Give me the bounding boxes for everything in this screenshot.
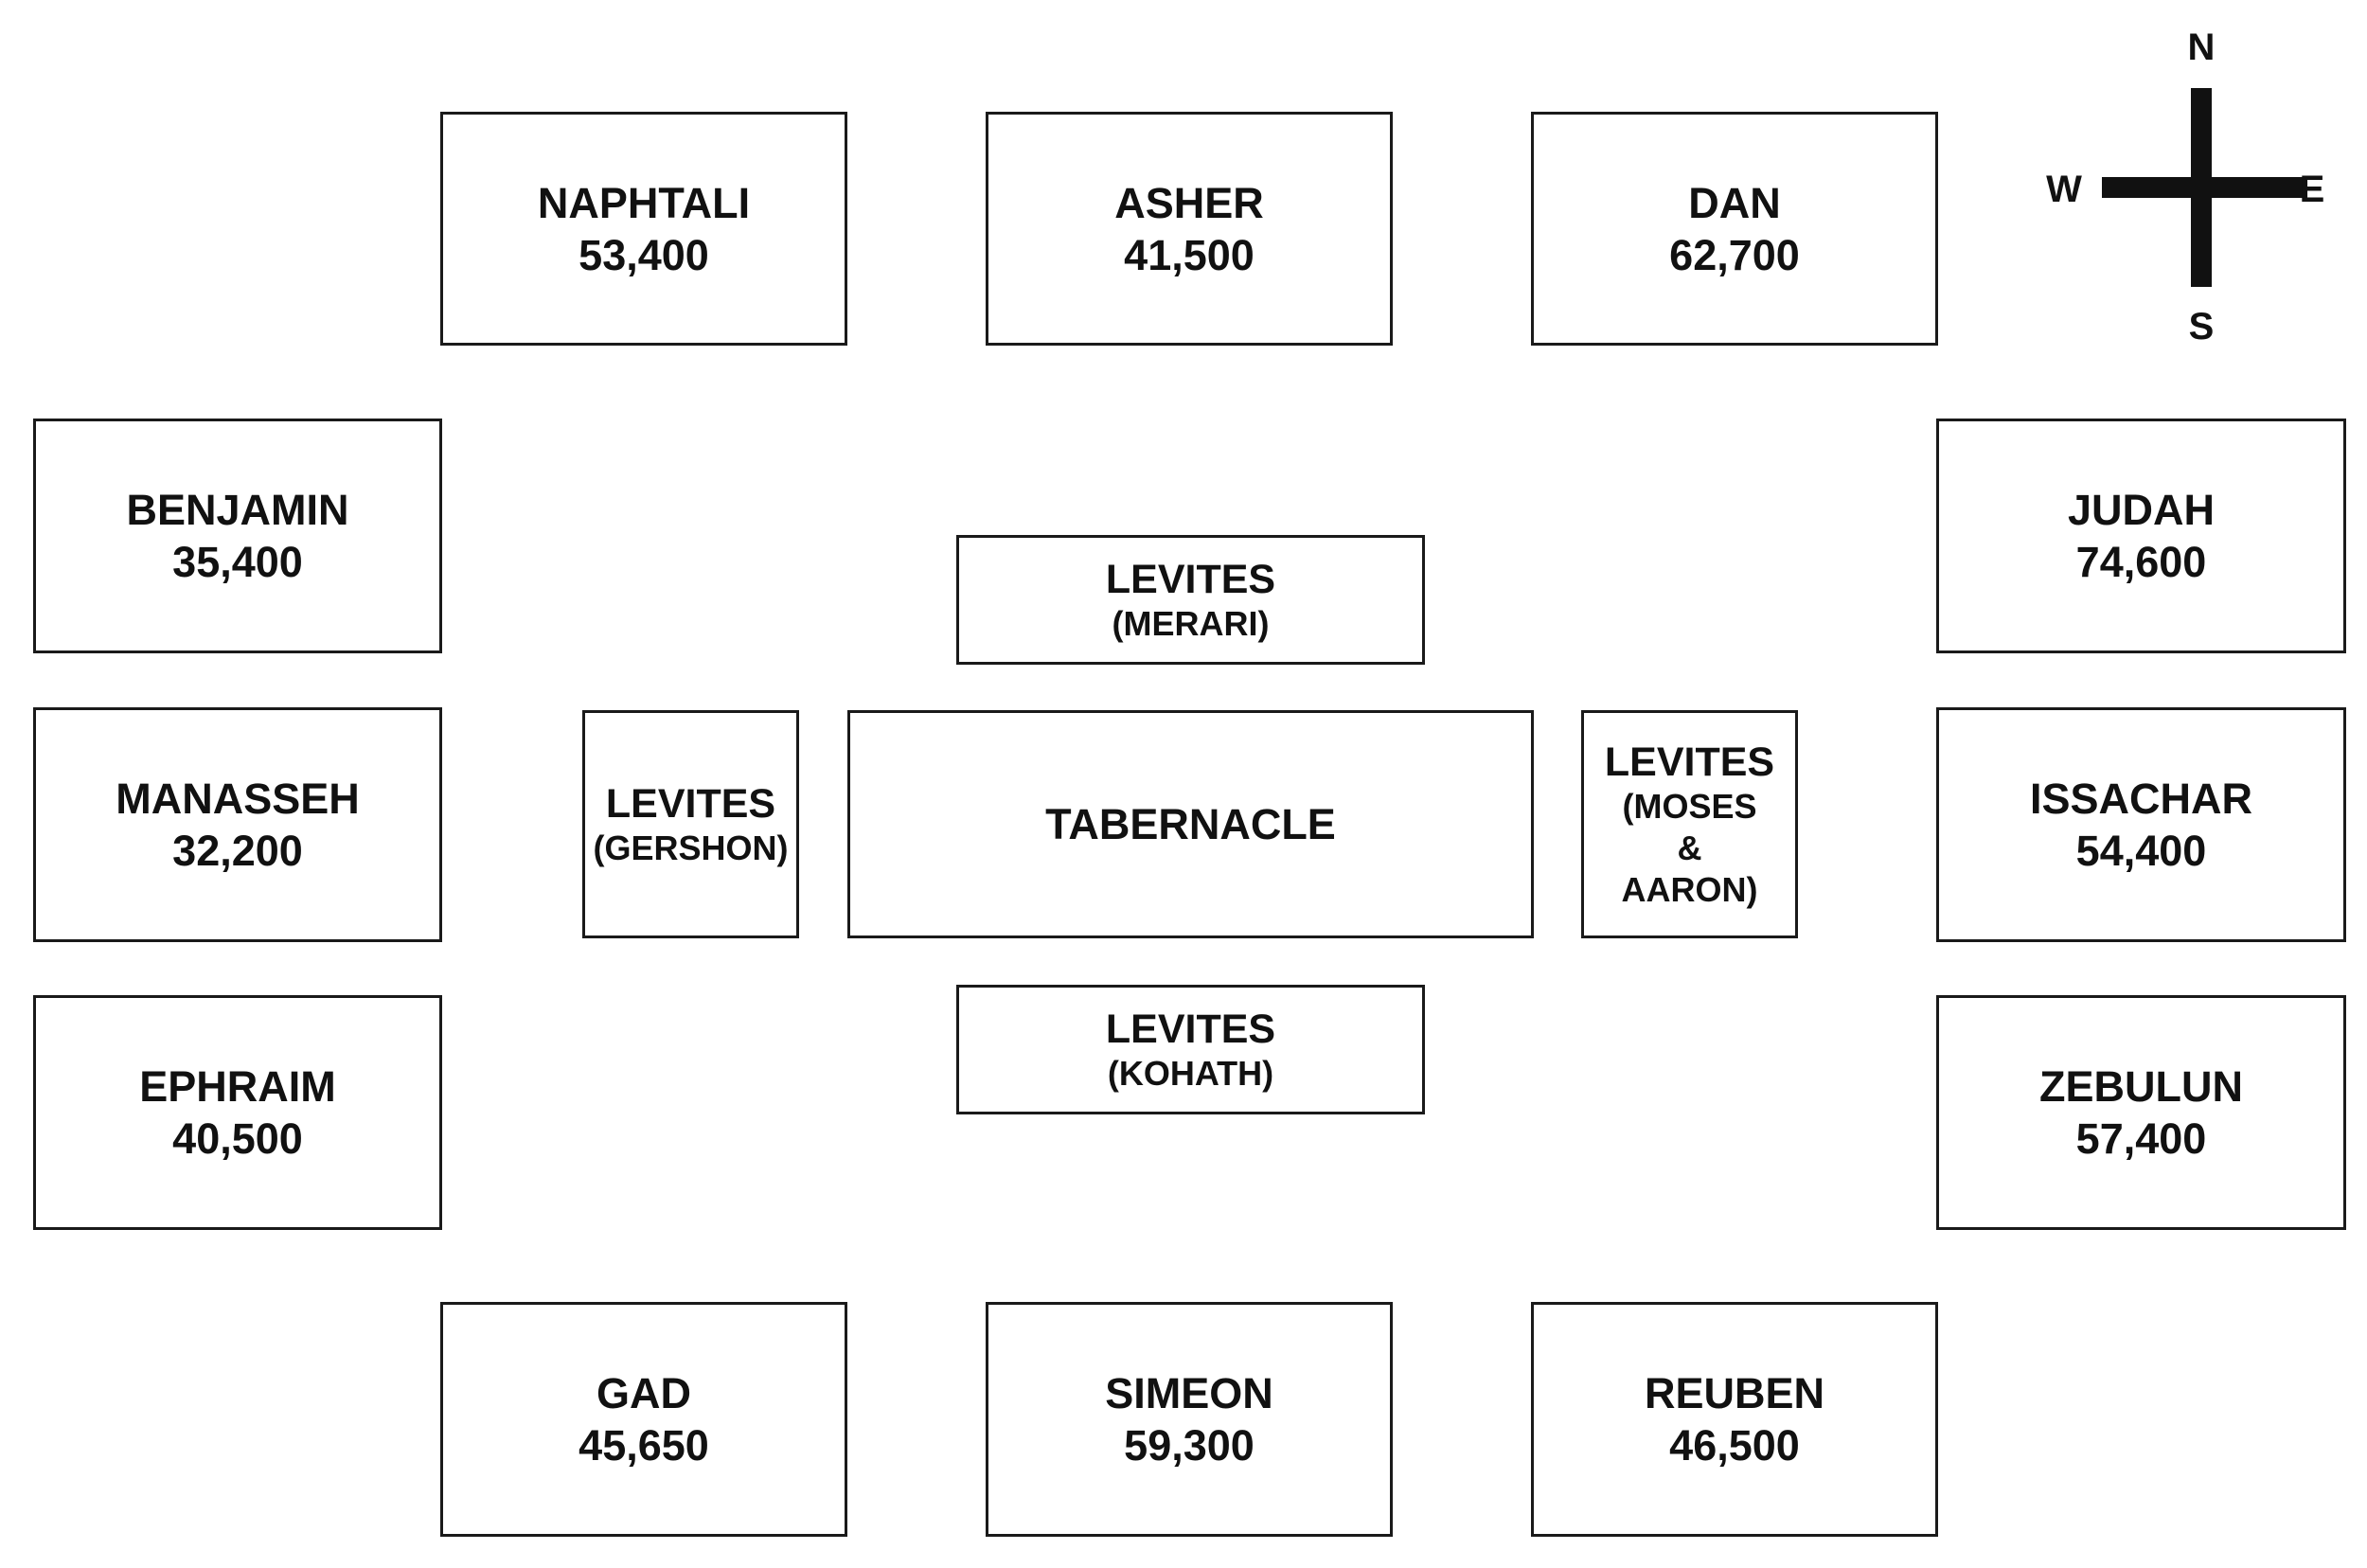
levites-gershon: LEVITES (GERSHON) bbox=[582, 710, 799, 938]
tribe-simeon: SIMEON 59,300 bbox=[986, 1302, 1393, 1537]
tribe-name: SIMEON bbox=[1105, 1369, 1273, 1417]
levites-clan: (MERARI) bbox=[1112, 603, 1270, 643]
compass-icon: N S W E bbox=[2036, 27, 2324, 350]
tribe-reuben: REUBEN 46,500 bbox=[1531, 1302, 1938, 1537]
tribe-count: 54,400 bbox=[2075, 827, 2207, 875]
tribe-count: 45,650 bbox=[578, 1421, 709, 1470]
compass-west-label: W bbox=[2046, 169, 2082, 210]
tribe-count: 40,500 bbox=[172, 1114, 303, 1163]
tabernacle: TABERNACLE bbox=[847, 710, 1534, 938]
tribe-benjamin: BENJAMIN 35,400 bbox=[33, 419, 442, 653]
levites-label: LEVITES bbox=[1604, 739, 1775, 785]
tribe-name: ASHER bbox=[1114, 178, 1264, 227]
levites-clan: (KOHATH) bbox=[1107, 1053, 1274, 1093]
tribe-count: 35,400 bbox=[172, 538, 303, 586]
levites-clan-line: (MOSES bbox=[1622, 786, 1757, 826]
levites-moses-aaron: LEVITES (MOSES & AARON) bbox=[1581, 710, 1798, 938]
tabernacle-label: TABERNACLE bbox=[1045, 799, 1336, 848]
tribe-ephraim: EPHRAIM 40,500 bbox=[33, 995, 442, 1230]
tribe-name: ISSACHAR bbox=[2029, 775, 2253, 823]
levites-clan-line: AARON) bbox=[1621, 869, 1758, 909]
compass-south-label: S bbox=[2188, 306, 2215, 347]
tribe-count: 59,300 bbox=[1124, 1421, 1255, 1470]
tribe-name: DAN bbox=[1688, 178, 1781, 227]
levites-label: LEVITES bbox=[605, 780, 776, 827]
tribe-gad: GAD 45,650 bbox=[440, 1302, 847, 1537]
tribe-name: EPHRAIM bbox=[139, 1062, 336, 1111]
compass-horizontal-bar bbox=[2102, 177, 2303, 198]
tribe-name: BENJAMIN bbox=[126, 486, 349, 534]
tribe-name: JUDAH bbox=[2067, 486, 2216, 534]
tribe-dan: DAN 62,700 bbox=[1531, 112, 1938, 346]
tribe-judah: JUDAH 74,600 bbox=[1936, 419, 2346, 653]
tribe-zebulun: ZEBULUN 57,400 bbox=[1936, 995, 2346, 1230]
tribe-count: 74,600 bbox=[2075, 538, 2207, 586]
tribe-count: 41,500 bbox=[1124, 230, 1255, 279]
tribe-name: NAPHTALI bbox=[537, 178, 751, 227]
levites-kohath: LEVITES (KOHATH) bbox=[956, 985, 1425, 1114]
levites-merari: LEVITES (MERARI) bbox=[956, 535, 1425, 665]
compass-north-label: N bbox=[2187, 27, 2216, 68]
tribe-count: 32,200 bbox=[172, 827, 303, 875]
tribe-issachar: ISSACHAR 54,400 bbox=[1936, 707, 2346, 942]
levites-label: LEVITES bbox=[1105, 556, 1276, 602]
levites-label: LEVITES bbox=[1105, 1006, 1276, 1052]
levites-clan: (GERSHON) bbox=[593, 828, 789, 867]
tribe-count: 57,400 bbox=[2075, 1114, 2207, 1163]
tribe-count: 53,400 bbox=[578, 230, 709, 279]
tribe-name: GAD bbox=[596, 1369, 691, 1417]
tribe-count: 62,700 bbox=[1669, 230, 1800, 279]
tribe-asher: ASHER 41,500 bbox=[986, 112, 1393, 346]
tribe-naphtali: NAPHTALI 53,400 bbox=[440, 112, 847, 346]
tribe-name: MANASSEH bbox=[116, 775, 360, 823]
tribe-count: 46,500 bbox=[1669, 1421, 1800, 1470]
levites-clan-line: & bbox=[1677, 828, 1702, 867]
tribe-name: ZEBULUN bbox=[2039, 1062, 2243, 1111]
compass-east-label: E bbox=[2299, 169, 2325, 210]
tribe-name: REUBEN bbox=[1644, 1369, 1825, 1417]
tribe-manasseh: MANASSEH 32,200 bbox=[33, 707, 442, 942]
